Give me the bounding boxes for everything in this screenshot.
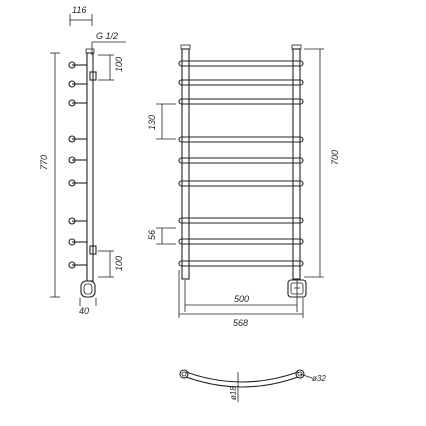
dim-side-height: 770 bbox=[39, 155, 49, 170]
front-rungs bbox=[178, 60, 304, 267]
top-rail-curve-inner bbox=[185, 376, 299, 388]
top-post-right bbox=[295, 369, 305, 379]
side-view: 116 G 1/2 100 bbox=[39, 5, 126, 316]
dim-side-top-offset: 100 bbox=[114, 57, 124, 72]
side-heating-element bbox=[80, 280, 96, 298]
dim-front-overall-width: 568 bbox=[233, 318, 248, 328]
top-rail-curve-outer bbox=[185, 371, 299, 383]
dim-front-step-lower: 56 bbox=[147, 230, 157, 240]
front-view: 130 56 700 500 568 bbox=[147, 44, 340, 328]
dim-front-rail-height: 700 bbox=[330, 150, 340, 165]
label-connection-thread: G 1/2 bbox=[96, 31, 118, 41]
top-view: ø18 ø32 bbox=[179, 369, 326, 402]
side-rungs bbox=[68, 61, 87, 269]
side-valve-bottom bbox=[89, 245, 97, 255]
side-valve-top bbox=[89, 71, 97, 81]
dim-side-depth: 40 bbox=[79, 306, 89, 316]
dim-side-bottom-offset: 100 bbox=[114, 256, 124, 271]
dim-top-post-diameter: ø32 bbox=[312, 374, 326, 383]
dim-front-center-width: 500 bbox=[234, 294, 249, 304]
top-post-left bbox=[179, 369, 189, 379]
dim-top-tube-diameter: ø18 bbox=[229, 386, 238, 400]
dim-front-step-upper: 130 bbox=[147, 115, 157, 130]
dim-side-top-width: 116 bbox=[72, 5, 86, 15]
